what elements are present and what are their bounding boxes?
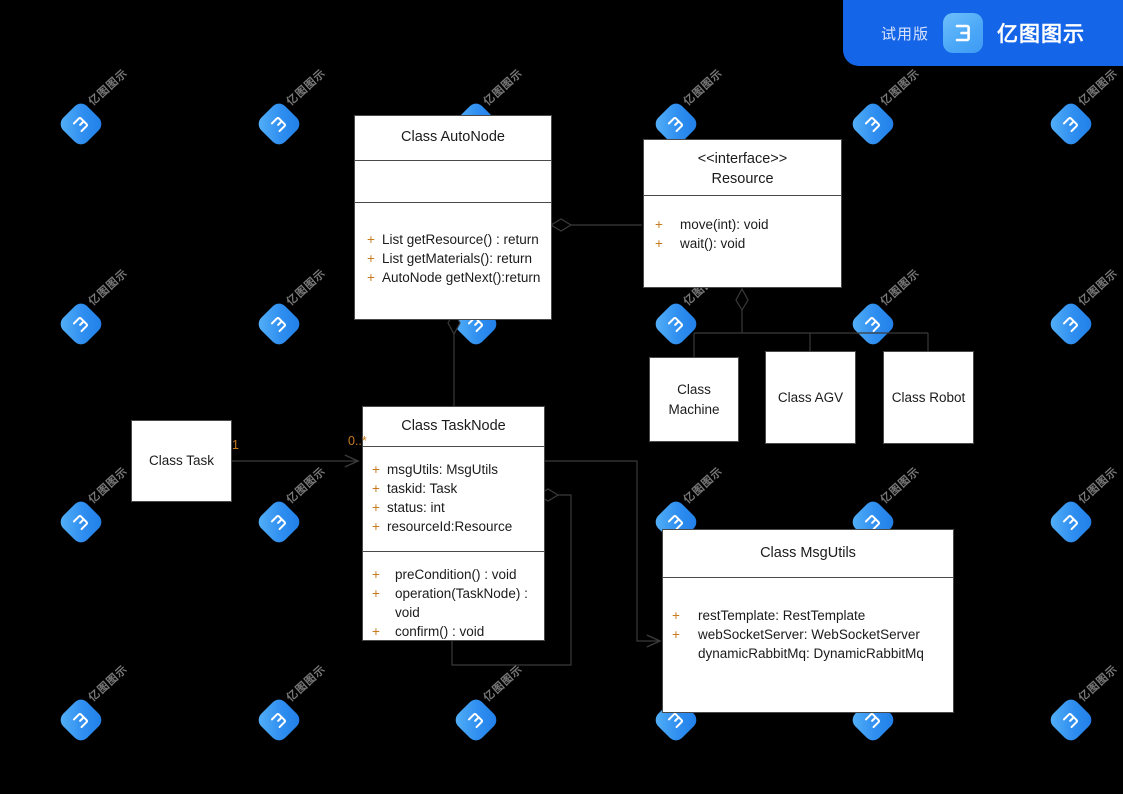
msgutils-attribute-row: + restTemplate: RestTemplate — [672, 606, 953, 625]
member-text: preCondition() : void — [395, 567, 517, 582]
multiplicity-task-end: 1 — [232, 438, 239, 452]
autonode-methods-compartment: + List getResource() : return + List get… — [355, 203, 551, 297]
task-title: Class Task — [148, 453, 215, 469]
class-box-resource[interactable]: <<interface>> Resource + move(int): void… — [643, 139, 842, 288]
tasknode-title-compartment: Class TaskNode — [363, 407, 544, 447]
member-text: msgUtils: MsgUtils — [387, 462, 499, 477]
visibility-marker: + — [372, 500, 380, 516]
class-box-autonode[interactable]: Class AutoNode + List getResource() : re… — [354, 115, 552, 320]
tasknode-method-row: + operation(TaskNode) : void — [372, 584, 544, 622]
member-text: move(int): void — [680, 217, 769, 232]
tasknode-attribute-row: + resourceId:Resource — [372, 517, 544, 536]
multiplicity-tasknode-end: 0..* — [348, 434, 367, 448]
msgutils-attribute-row: dynamicRabbitMq: DynamicRabbitMq — [672, 644, 953, 663]
class-box-agv[interactable]: Class AGV — [765, 351, 856, 444]
visibility-marker: + — [367, 270, 375, 286]
tasknode-attributes-compartment: + msgUtils: MsgUtils + taskid: Task + st… — [363, 447, 544, 552]
visibility-marker: + — [372, 624, 380, 640]
relation-tasknode-msgutils[interactable] — [545, 460, 662, 648]
class-box-task[interactable]: Class Task — [131, 420, 232, 502]
visibility-marker: + — [367, 232, 375, 247]
member-text: restTemplate: RestTemplate — [698, 608, 866, 623]
member-text: wait(): void — [680, 236, 746, 252]
member-text: status: int — [387, 500, 445, 516]
visibility-marker: + — [372, 519, 380, 535]
resource-method-row: + wait(): void — [655, 234, 841, 253]
tasknode-methods-compartment: + preCondition() : void + operation(Task… — [363, 552, 544, 652]
tasknode-title: Class TaskNode — [401, 418, 506, 434]
relation-autonode-resource[interactable] — [549, 218, 642, 232]
visibility-marker: + — [672, 627, 680, 643]
resource-method-row: + move(int): void — [655, 215, 841, 234]
class-box-robot[interactable]: Class Robot — [883, 351, 974, 444]
msgutils-title: Class MsgUtils — [760, 545, 856, 561]
class-box-machine[interactable]: Class Machine — [649, 357, 739, 442]
visibility-marker: + — [372, 462, 380, 477]
resource-title: Resource — [711, 170, 774, 187]
tasknode-attribute-row: + status: int — [372, 498, 544, 517]
visibility-marker: + — [372, 567, 380, 582]
member-text: operation(TaskNode) : void — [395, 586, 528, 621]
agv-title: Class AGV — [777, 389, 844, 405]
resource-title-compartment: <<interface>> Resource — [644, 140, 841, 196]
member-text: taskid: Task — [387, 481, 458, 497]
machine-title: Class Machine — [668, 381, 720, 417]
edraw-logo-icon — [943, 13, 983, 53]
visibility-marker: + — [367, 251, 375, 267]
member-text: resourceId:Resource — [387, 519, 513, 535]
tasknode-method-row: + confirm() : void — [372, 622, 544, 641]
robot-title: Class Robot — [891, 389, 966, 405]
autonode-method-row: + AutoNode getNext():return — [367, 268, 551, 287]
tasknode-method-row: + preCondition() : void — [372, 565, 544, 584]
resource-methods-compartment: + move(int): void + wait(): void — [644, 196, 841, 263]
tasknode-attribute-row: + taskid: Task — [372, 479, 544, 498]
member-text: webSocketServer: WebSocketServer — [698, 627, 920, 643]
autonode-method-row: + List getResource() : return — [367, 230, 551, 249]
autonode-title: Class AutoNode — [401, 129, 505, 145]
member-text: dynamicRabbitMq: DynamicRabbitMq — [698, 646, 924, 662]
member-text: List getMaterials(): return — [382, 251, 533, 267]
visibility-marker: + — [672, 608, 680, 623]
member-text: AutoNode getNext():return — [382, 270, 541, 286]
autonode-attributes-compartment — [355, 161, 551, 203]
member-text: confirm() : void — [395, 624, 485, 640]
relation-autonode-tasknode[interactable] — [447, 310, 461, 408]
visibility-marker: + — [655, 236, 663, 252]
member-text: List getResource() : return — [382, 232, 539, 247]
trial-badge[interactable]: 试用版 亿图图示 — [843, 0, 1123, 66]
visibility-marker: + — [655, 217, 663, 232]
visibility-marker: + — [372, 586, 380, 602]
relation-resource-subclasses[interactable] — [693, 287, 929, 358]
tasknode-attribute-row: + msgUtils: MsgUtils — [372, 460, 544, 479]
autonode-method-row: + List getMaterials(): return — [367, 249, 551, 268]
brand-label: 亿图图示 — [997, 22, 1085, 46]
msgutils-title-compartment: Class MsgUtils — [663, 530, 953, 578]
autonode-title-compartment: Class AutoNode — [355, 116, 551, 161]
class-box-tasknode[interactable]: Class TaskNode + msgUtils: MsgUtils + ta… — [362, 406, 545, 641]
trial-label: 试用版 — [880, 24, 929, 43]
visibility-marker: + — [372, 481, 380, 497]
msgutils-attribute-row: + webSocketServer: WebSocketServer — [672, 625, 953, 644]
msgutils-attributes-compartment: + restTemplate: RestTemplate + webSocket… — [663, 578, 953, 673]
resource-stereotype: <<interface>> — [697, 151, 788, 167]
class-box-msgutils[interactable]: Class MsgUtils + restTemplate: RestTempl… — [662, 529, 954, 713]
